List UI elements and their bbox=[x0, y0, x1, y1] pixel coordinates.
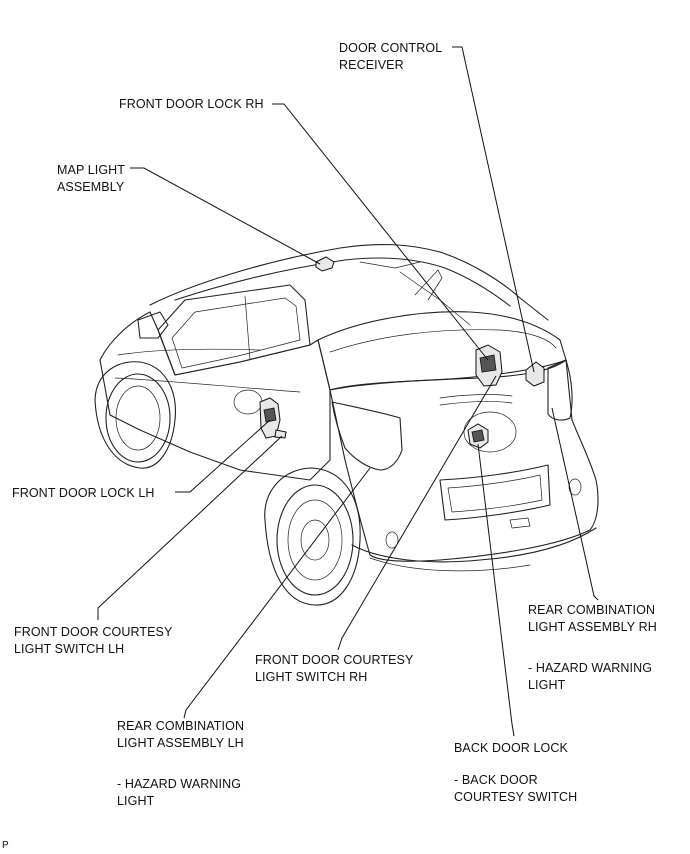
corner-mark: P bbox=[2, 840, 9, 851]
label-front-door-courtesy-rh: FRONT DOOR COURTESY LIGHT SWITCH RH bbox=[255, 653, 414, 684]
leader-rear-combination-lh bbox=[183, 467, 371, 719]
label-rear-combination-rh-sub: - HAZARD WARNING LIGHT bbox=[528, 661, 653, 692]
label-back-door-lock-sub: - BACK DOOR COURTESY SWITCH bbox=[454, 773, 578, 804]
label-door-control-receiver: DOOR CONTROL RECEIVER bbox=[339, 41, 443, 72]
label-rear-combination-lh: REAR COMBINATION LIGHT ASSEMBLY LH bbox=[117, 719, 245, 750]
label-front-door-courtesy-lh: FRONT DOOR COURTESY LIGHT SWITCH LH bbox=[14, 625, 173, 656]
leader-front-door-lock-rh bbox=[272, 103, 489, 361]
label-rear-combination-rh: REAR COMBINATION LIGHT ASSEMBLY RH bbox=[528, 603, 657, 634]
car-body bbox=[94, 243, 599, 606]
label-front-door-lock-rh: FRONT DOOR LOCK RH bbox=[119, 97, 264, 111]
leader-rear-combination-rh bbox=[551, 407, 599, 601]
leader-map-light bbox=[130, 167, 321, 265]
label-rear-combination-lh-sub: - HAZARD WARNING LIGHT bbox=[117, 777, 242, 808]
leader-back-door-lock bbox=[477, 443, 515, 737]
leader-front-door-lock-lh bbox=[175, 419, 271, 493]
label-map-light-assembly: MAP LIGHT ASSEMBLY bbox=[57, 163, 126, 194]
leader-door-control-receiver bbox=[452, 46, 535, 373]
door-control-receiver-part bbox=[525, 361, 545, 387]
back-door-lock-part bbox=[467, 423, 489, 449]
label-back-door-lock: BACK DOOR LOCK bbox=[454, 741, 568, 755]
label-front-door-lock-lh: FRONT DOOR LOCK LH bbox=[12, 486, 155, 500]
front-door-lock-rh-part bbox=[475, 344, 503, 387]
leader-front-door-courtesy-lh bbox=[97, 435, 283, 620]
leader-lines bbox=[97, 46, 599, 737]
front-door-lock-lh-part bbox=[259, 397, 287, 439]
map-light-part bbox=[315, 256, 335, 272]
leader-front-door-courtesy-rh bbox=[337, 375, 497, 651]
